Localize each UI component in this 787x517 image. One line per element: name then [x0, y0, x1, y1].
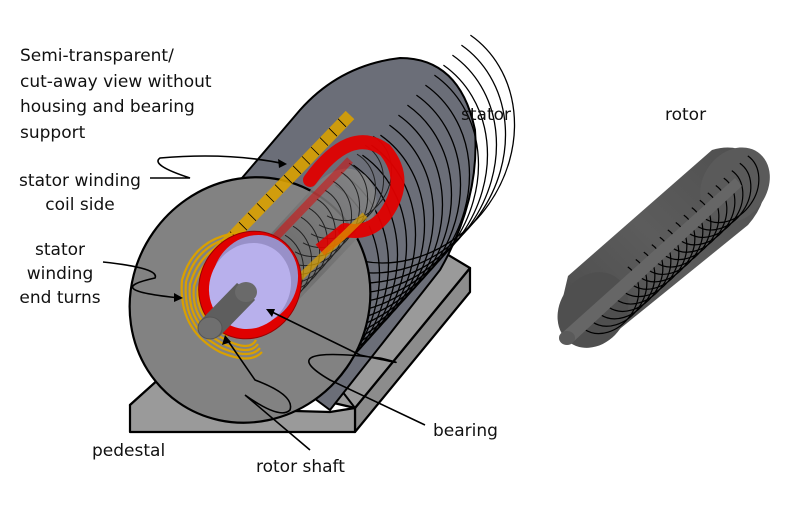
coil-side-slot-tick	[247, 212, 257, 222]
label-coil-side-line-1: stator winding	[19, 171, 141, 191]
label-stator: stator	[461, 105, 511, 125]
note-line-4: support	[20, 123, 86, 143]
label-pedestal: pedestal	[92, 441, 165, 461]
leader-bearing	[267, 309, 426, 426]
label-rotor-shaft: rotor shaft	[256, 457, 345, 477]
rotor-lamination-ring	[695, 162, 752, 231]
rotor	[557, 147, 770, 348]
coil-side-slot-tick	[337, 118, 347, 128]
rotor-lamination-ring	[703, 155, 760, 224]
labels: Semi-transparent/ cut-away view without …	[19, 46, 706, 477]
leader-lines	[102, 155, 426, 451]
coil-side-slot-tick	[265, 193, 275, 203]
bore-ring	[286, 180, 352, 267]
coil-side-slot-tick	[310, 146, 320, 156]
coil-side-slot-tick	[283, 174, 293, 184]
coil-side-slot-tick	[274, 184, 284, 193]
stator-lamination-ring	[323, 34, 516, 264]
coil-side-slot-tick	[292, 165, 302, 175]
label-coil-side-line-2: coil side	[45, 195, 114, 215]
coil-side-slot-tick	[301, 156, 311, 165]
leader-coil-side	[150, 155, 286, 179]
note-line-1: Semi-transparent/	[20, 46, 174, 66]
label-bearing: bearing	[433, 421, 498, 441]
label-end-turns-line-1: stator	[35, 240, 85, 260]
note-line-3: housing and bearing	[20, 97, 195, 117]
leader-rotor-shaft	[225, 337, 311, 451]
label-end-turns-line-3: end turns	[19, 288, 100, 308]
coil-side-slot-tick	[238, 221, 248, 231]
coil-side-slot-tick	[256, 203, 266, 212]
leader-end-turns	[102, 261, 181, 299]
label-rotor: rotor	[665, 105, 706, 125]
coil-side-slot-tick	[319, 137, 329, 146]
rotor-shaft-standalone	[562, 178, 742, 343]
note-line-2: cut-away view without	[20, 72, 212, 92]
coil-side-slot-tick	[328, 127, 338, 137]
rotor-shaft	[197, 282, 257, 340]
label-end-turns-line-2: winding	[27, 264, 93, 284]
